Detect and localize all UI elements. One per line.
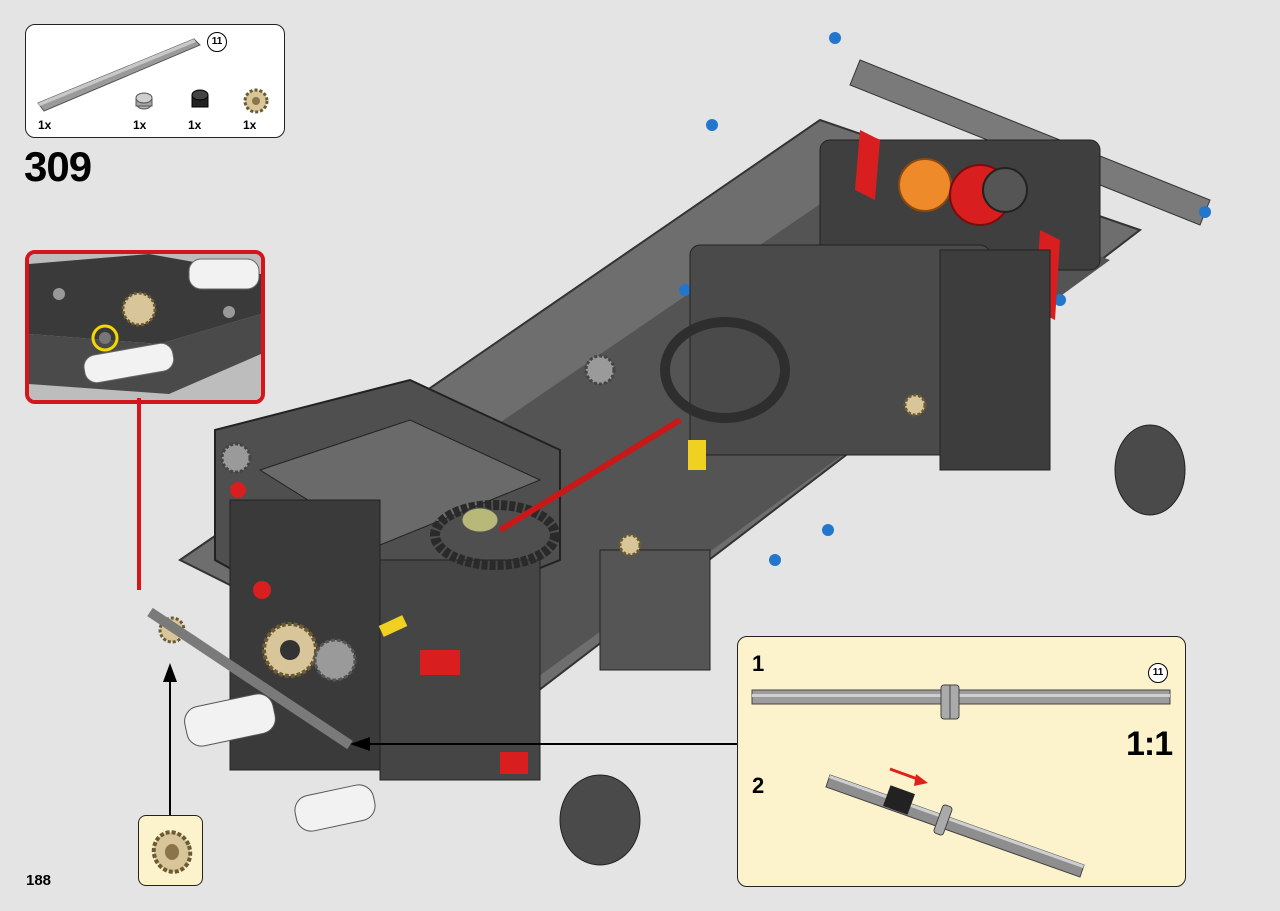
substep-number-2: 2 — [752, 773, 765, 798]
part-qty: 1x — [188, 118, 202, 132]
scale-label: 1:1 — [1126, 725, 1173, 763]
substep-1-illustration — [751, 684, 1171, 720]
bush-black-icon — [191, 89, 209, 108]
gear-12-tooth-tan-icon — [151, 830, 193, 874]
highlight-ring — [91, 324, 119, 352]
substep-number-1: 1 — [752, 651, 765, 676]
detail-illustration — [29, 254, 261, 400]
step-number: 309 — [24, 143, 92, 190]
sub-assembly-panel: 1 11 1:1 2 — [737, 636, 1186, 887]
gear-12-tooth-tan-icon — [243, 88, 269, 114]
bush-light-gray-icon — [135, 92, 153, 110]
substep-2-illustration — [825, 767, 1085, 878]
part-qty: 1x — [38, 118, 52, 132]
part-qty: 1x — [243, 118, 257, 132]
detail-inset — [25, 250, 265, 404]
length-badge: 11 — [207, 32, 227, 52]
parts-list-box: 11 1x 1x 1x 1x — [25, 24, 285, 138]
axle-11-icon — [37, 38, 201, 112]
part-callout-gear — [138, 815, 203, 886]
page-number: 188 — [26, 872, 52, 889]
zoom-arrowhead — [350, 737, 370, 751]
length-badge: 11 — [1148, 663, 1168, 683]
connector-arrowhead — [163, 663, 177, 682]
part-qty: 1x — [133, 118, 147, 132]
